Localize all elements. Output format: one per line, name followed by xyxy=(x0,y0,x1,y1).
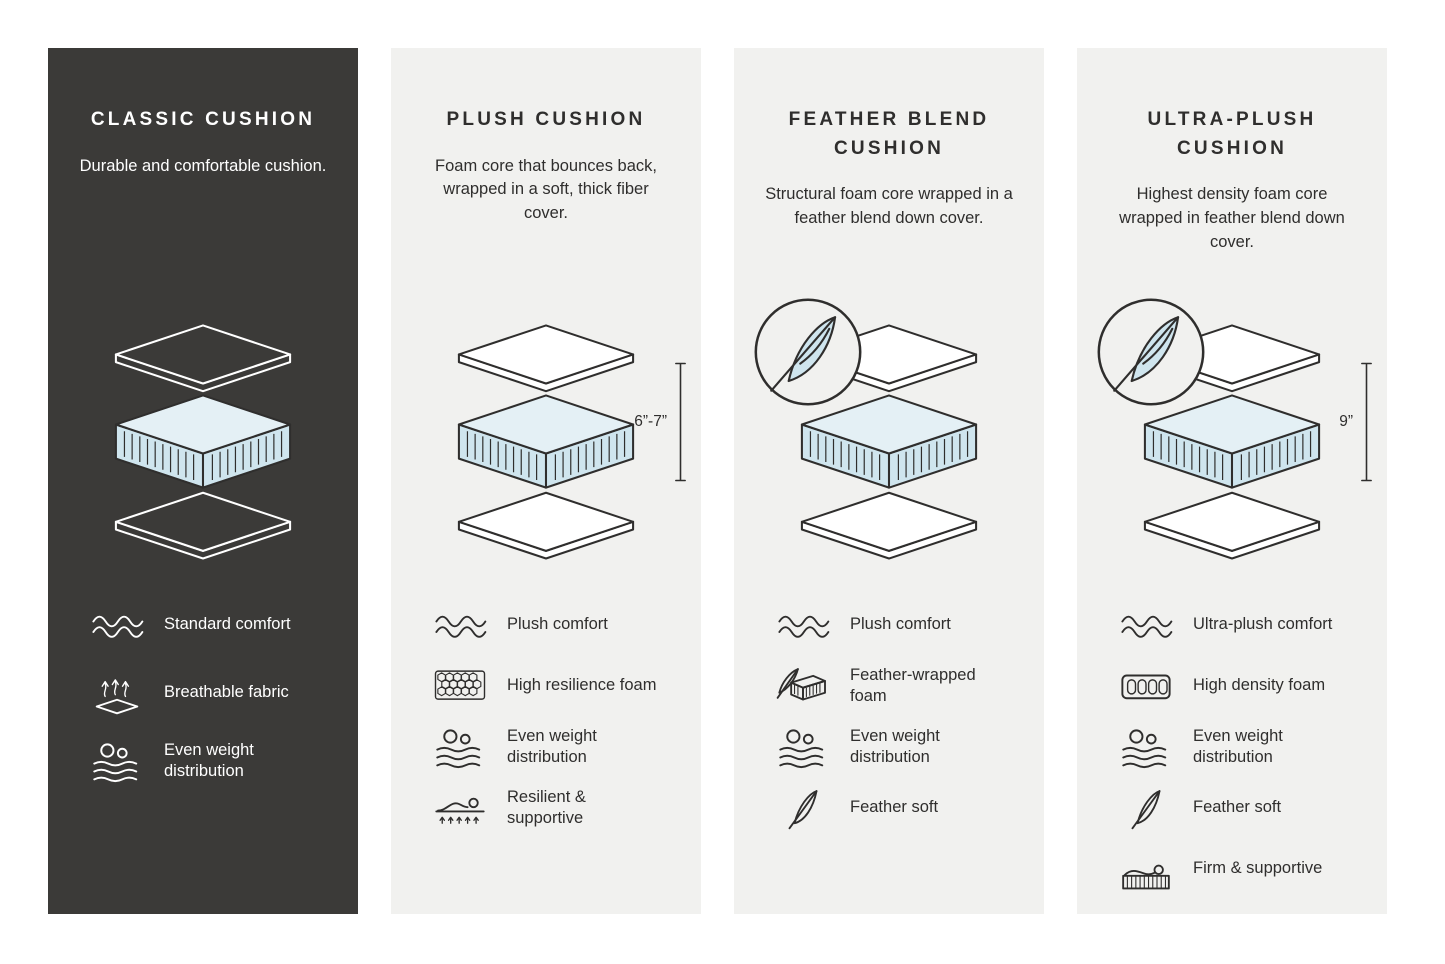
cushion-diagram: 6”-7” xyxy=(391,310,701,590)
feature-ultra-plush-comfort: Ultra-plush comfort xyxy=(1117,602,1373,648)
feature-label: Feather-wrapped foam xyxy=(850,665,976,705)
card-title: CLASSIC CUSHION xyxy=(90,109,316,130)
even-weight-icon xyxy=(1117,724,1175,770)
feature-resilient-supportive: Resilient & supportive xyxy=(431,785,687,831)
feature-label: High resilience foam xyxy=(507,676,657,695)
breathable-icon xyxy=(88,670,146,716)
dimension-label: 6”-7” xyxy=(634,413,667,430)
feature-list: Ultra-plush comfort High density foam xyxy=(1117,602,1373,907)
even-weight-icon xyxy=(774,724,832,770)
feature-label: Resilient & supportive xyxy=(507,787,586,827)
height-dimension: 9” xyxy=(1339,358,1373,486)
card-description: Durable and comfortable cushion. xyxy=(79,156,327,175)
feature-label: Plush comfort xyxy=(507,615,608,634)
even-weight-icon xyxy=(431,724,489,770)
feature-standard-comfort: Standard comfort xyxy=(88,602,344,648)
feature-even-weight: Even weight distribution xyxy=(774,724,1030,770)
cushion-diagram: 9” xyxy=(1077,298,1387,590)
card-feather-blend-cushion: FEATHER BLEND CUSHION Structural foam co… xyxy=(734,48,1044,914)
feature-label: Even weight distribution xyxy=(850,726,940,766)
feature-plush-comfort: Plush comfort xyxy=(774,602,1030,648)
feature-label: Standard comfort xyxy=(164,615,291,634)
card-description: Foam core that bounces back, wrapped in … xyxy=(435,156,657,223)
feature-label: Breathable fabric xyxy=(164,683,289,702)
honeycomb-icon xyxy=(431,663,489,709)
even-weight-icon xyxy=(88,738,146,784)
dimension-label: 9” xyxy=(1339,413,1353,430)
cushion-diagram xyxy=(48,310,358,590)
feature-label: Firm & supportive xyxy=(1193,859,1323,878)
card-header: PLUSH CUSHION Foam core that bounces bac… xyxy=(391,48,701,226)
layered-cushion-illustration xyxy=(1143,324,1321,560)
feature-label: Even weight distribution xyxy=(507,726,597,766)
card-description: Structural foam core wrapped in a feathe… xyxy=(765,185,1013,227)
feature-label: High density foam xyxy=(1193,676,1326,695)
feature-list: Standard comfort Breathable fabric xyxy=(88,602,344,806)
dimension-line xyxy=(1361,362,1372,482)
feather-icon xyxy=(1117,785,1175,831)
feature-even-weight: Even weight distribution xyxy=(88,738,344,784)
feature-list: Plush comfort Feather-wrapped foam xyxy=(774,602,1030,846)
height-dimension: 6”-7” xyxy=(634,358,687,486)
card-title: FEATHER BLEND CUSHION xyxy=(788,109,990,159)
feature-label: Even weight distribution xyxy=(1193,726,1283,766)
firm-icon xyxy=(1117,846,1175,892)
feature-high-density-foam: High density foam xyxy=(1117,663,1373,709)
cushion-comparison-board: CLASSIC CUSHION Durable and comfortable … xyxy=(48,48,1387,914)
card-ultra-plush-cushion: ULTRA-PLUSH CUSHION Highest density foam… xyxy=(1077,48,1387,914)
feature-feather-wrapped-foam: Feather-wrapped foam xyxy=(774,663,1030,709)
card-header: ULTRA-PLUSH CUSHION Highest density foam… xyxy=(1077,48,1387,255)
wave-icon xyxy=(431,602,489,648)
wave-icon xyxy=(1117,602,1175,648)
wave-icon xyxy=(774,602,832,648)
feather-badge xyxy=(1097,298,1205,406)
feature-even-weight: Even weight distribution xyxy=(431,724,687,770)
cushion-diagram xyxy=(734,298,1044,590)
layered-cushion-illustration xyxy=(457,324,635,560)
layered-cushion-illustration xyxy=(114,324,292,560)
feature-breathable-fabric: Breathable fabric xyxy=(88,670,344,716)
feature-label: Feather soft xyxy=(850,798,939,817)
feather-badge xyxy=(754,298,862,406)
feature-firm-supportive: Firm & supportive xyxy=(1117,846,1373,892)
wave-icon xyxy=(88,602,146,648)
feature-label: Plush comfort xyxy=(850,615,951,634)
feature-high-resilience-foam: High resilience foam xyxy=(431,663,687,709)
card-header: FEATHER BLEND CUSHION Structural foam co… xyxy=(734,48,1044,231)
card-classic-cushion: CLASSIC CUSHION Durable and comfortable … xyxy=(48,48,358,914)
dimension-line xyxy=(675,362,686,482)
feature-plush-comfort: Plush comfort xyxy=(431,602,687,648)
feather-icon xyxy=(774,785,832,831)
card-plush-cushion: PLUSH CUSHION Foam core that bounces bac… xyxy=(391,48,701,914)
feature-label: Ultra-plush comfort xyxy=(1193,615,1333,634)
recline-icon xyxy=(431,785,489,831)
feature-feather-soft: Feather soft xyxy=(774,785,1030,831)
card-title: ULTRA-PLUSH CUSHION xyxy=(1147,109,1317,159)
feature-label: Even weight distribution xyxy=(164,740,254,780)
feature-feather-soft: Feather soft xyxy=(1117,785,1373,831)
card-title: PLUSH CUSHION xyxy=(446,109,646,130)
feature-even-weight: Even weight distribution xyxy=(1117,724,1373,770)
foam-cells-icon xyxy=(1117,663,1175,709)
card-header: CLASSIC CUSHION Durable and comfortable … xyxy=(48,48,358,178)
feather-foam-icon xyxy=(774,663,832,709)
card-description: Highest density foam core wrapped in fea… xyxy=(1119,185,1345,251)
feature-label: Feather soft xyxy=(1193,798,1282,817)
feature-list: Plush comfort High resilience foam xyxy=(431,602,687,846)
